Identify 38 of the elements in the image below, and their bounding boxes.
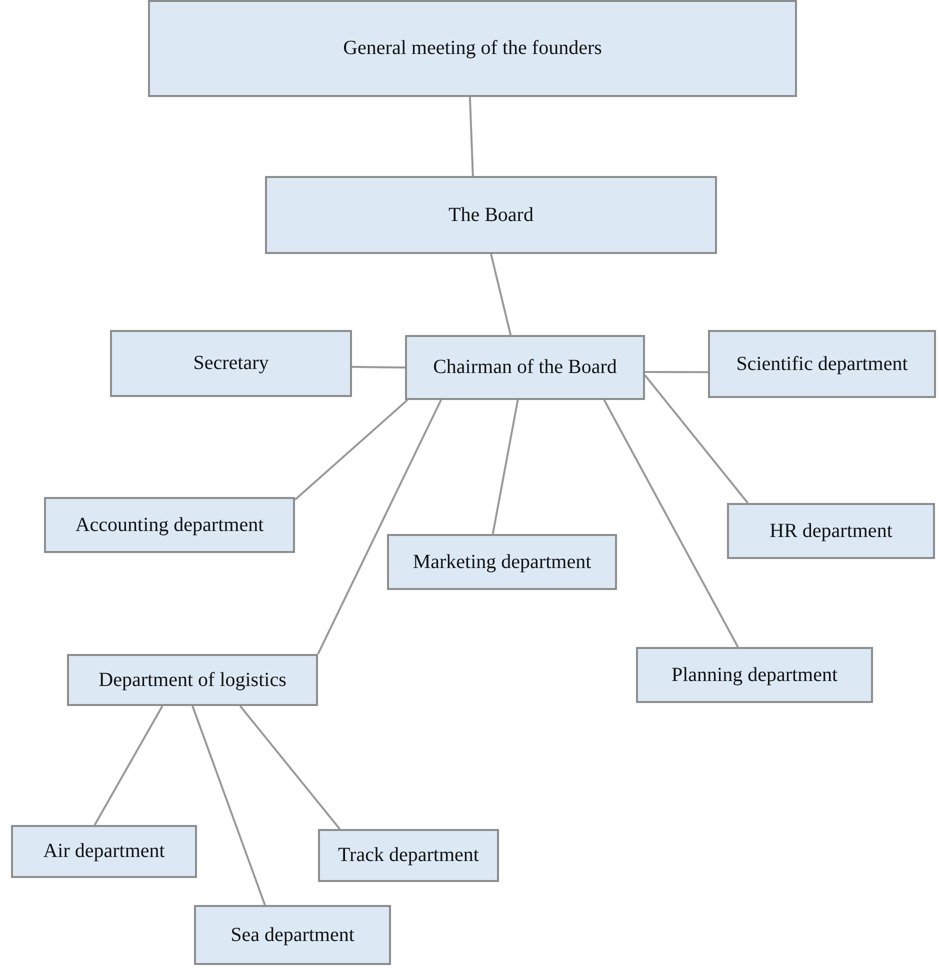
box-label: Sea department (230, 924, 354, 946)
connector-line (603, 400, 739, 648)
box-label: Department of logistics (98, 668, 286, 692)
box-label: Secretary (193, 352, 269, 375)
box-label: Marketing department (412, 550, 592, 574)
connector-line (492, 400, 519, 534)
org-box (636, 647, 873, 703)
connector-line (239, 705, 340, 830)
org-box (110, 330, 352, 397)
box-label: Air department (43, 840, 165, 863)
org-box (727, 503, 935, 559)
org-box (318, 829, 499, 882)
box-label: Track department (338, 844, 479, 867)
org-box (405, 335, 645, 400)
org-box (148, 0, 797, 97)
connector-line (192, 706, 266, 906)
box-label: Scientific department (736, 352, 908, 376)
connector-line (352, 366, 406, 368)
connector-line (468, 96, 474, 176)
connector-line (645, 371, 708, 374)
box-label: HR department (770, 520, 892, 542)
box-label: The Board (448, 204, 534, 226)
org-box (11, 825, 197, 878)
box-label: Chairman of the Board (433, 356, 617, 379)
connector-line (317, 400, 442, 654)
box-label: Accounting department (75, 514, 264, 536)
box-label: Planning department (671, 664, 838, 686)
connector-line (94, 706, 164, 826)
box-label: General meeting of the founders (343, 37, 602, 60)
org-box (194, 905, 391, 965)
connector-line (490, 254, 512, 336)
org-box (387, 534, 617, 590)
org-box (265, 176, 717, 254)
org-box (67, 654, 318, 706)
org-box (44, 497, 295, 553)
connector-line (644, 374, 749, 504)
org-box (708, 330, 936, 398)
connector-line (294, 399, 408, 501)
